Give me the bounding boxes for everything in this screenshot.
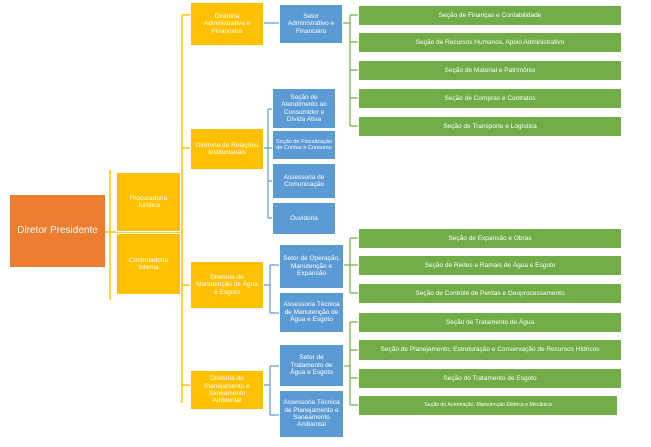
- node-label: Setor Administrativo e Financeiro: [287, 12, 335, 35]
- node-label: Seção de Controle de Perdas e Geoprocess…: [415, 289, 565, 297]
- node-secao-planejamento-recursos: Seção de Planejamento, Estruturação e Co…: [358, 339, 622, 361]
- node-label: Controladoria Interna: [128, 256, 169, 271]
- node-label: Seção de Compras e Contratos: [444, 94, 536, 102]
- node-label: Seção de Finanças e Contabilidade: [438, 11, 542, 19]
- node-label: Diretoria Administrativa e Financeira: [203, 12, 251, 35]
- node-secao-controle-perdas: Seção de Controle de Perdas e Geoprocess…: [358, 283, 622, 304]
- node-ouvidoria: Ouvidoria: [272, 202, 336, 235]
- node-label: Assessoria Técnica de Planejamento e San…: [283, 399, 340, 429]
- node-assessoria-comunicacao: Assessoria de Comunicação: [272, 163, 336, 199]
- node-secao-tratamento-agua: Seção de Tratamento de Água: [358, 312, 622, 333]
- node-label: Seção de Transporte e Logística: [443, 122, 537, 130]
- node-label: Diretor Presidente: [17, 225, 98, 237]
- node-label: Seção do Tratamento de Esgoto: [443, 374, 537, 382]
- node-diretoria-relacoes: Diretoria de Relações Institucionais: [190, 128, 264, 170]
- node-label: Seção de Planejamento, Estruturação e Co…: [380, 346, 600, 354]
- node-assessoria-manutencao: Assessoria Técnica de Manutenção de Água…: [279, 292, 344, 333]
- node-label: Diretoria de Manutenção de Água e Esgoto: [196, 273, 258, 296]
- node-procuradoria-juridica: Procuradoria Jurídica: [116, 172, 181, 232]
- node-label: Assessoria de Comunicação: [283, 173, 325, 188]
- node-label: Seção de Automação, Manutenção Elétrica …: [424, 401, 552, 408]
- node-setor-tratamento: Setor de Tratamento de Água e Esgoto: [279, 344, 344, 387]
- node-label: Seção de Tratamento de Água: [445, 318, 535, 326]
- node-diretor-presidente: Diretor Presidente: [10, 195, 105, 267]
- node-secao-material: Seção de Material e Patrimônio: [358, 60, 622, 81]
- node-secao-expansao: Seção de Expansão e Obras: [358, 228, 622, 249]
- node-label: Seção de Fiscalização de Contas e Consum…: [276, 138, 332, 151]
- node-diretoria-manutencao: Diretoria de Manutenção de Água e Esgoto: [190, 261, 264, 309]
- node-diretoria-planejamento: Diretoria de Planejamento e Saneamento A…: [190, 370, 264, 410]
- node-secao-transporte: Seção de Transporte e Logística: [358, 116, 622, 137]
- node-secao-automacao: Seção de Automação, Manutenção Elétrica …: [358, 395, 618, 416]
- node-secao-recursos-humanos: Seção de Recursos Humanos, Apoio Adminis…: [358, 32, 622, 53]
- node-label: Seção de Expansão e Obras: [448, 234, 532, 242]
- node-setor-operacao: Setor de Operação, Manutenção e Expansão: [279, 244, 344, 289]
- node-controladoria-interna: Controladoria Interna: [116, 233, 181, 295]
- node-label: Assessoria Técnica de Manutenção de Água…: [283, 301, 340, 324]
- node-assessoria-planejamento: Assessoria Técnica de Planejamento e San…: [279, 390, 344, 438]
- node-label: Diretoria de Relações Institucionais: [195, 141, 259, 156]
- node-label: Setor de Tratamento de Água e Esgoto: [290, 354, 333, 377]
- node-label: Diretoria de Planejamento e Saneamento A…: [204, 375, 250, 405]
- node-secao-atendimento: Seção de Atendimento ao Consumidor e Dív…: [272, 88, 336, 129]
- node-label: Seção de Material e Patrimônio: [444, 66, 536, 74]
- node-label: Seção de Redes e Ramais de Água e Esgoto: [424, 261, 556, 269]
- node-secao-tratamento-esgoto: Seção do Tratamento de Esgoto: [358, 368, 622, 389]
- node-secao-compras: Seção de Compras e Contratos: [358, 88, 622, 109]
- node-label: Setor de Operação, Manutenção e Expansão: [283, 255, 340, 278]
- node-secao-fiscalizacao: Seção de Fiscalização de Contas e Consum…: [272, 130, 336, 160]
- node-secao-redes: Seção de Redes e Ramais de Água e Esgoto: [358, 255, 622, 276]
- node-secao-financas: Seção de Finanças e Contabilidade: [358, 5, 622, 26]
- node-label: Ouvidoria: [290, 214, 318, 222]
- node-diretoria-administrativa: Diretoria Administrativa e Financeira: [190, 2, 264, 46]
- node-setor-administrativo: Setor Administrativo e Financeiro: [279, 4, 343, 44]
- node-label: Seção de Atendimento ao Consumidor e Dív…: [281, 93, 327, 123]
- node-label: Seção de Recursos Humanos, Apoio Adminis…: [415, 38, 565, 46]
- node-label: Procuradoria Jurídica: [129, 194, 168, 209]
